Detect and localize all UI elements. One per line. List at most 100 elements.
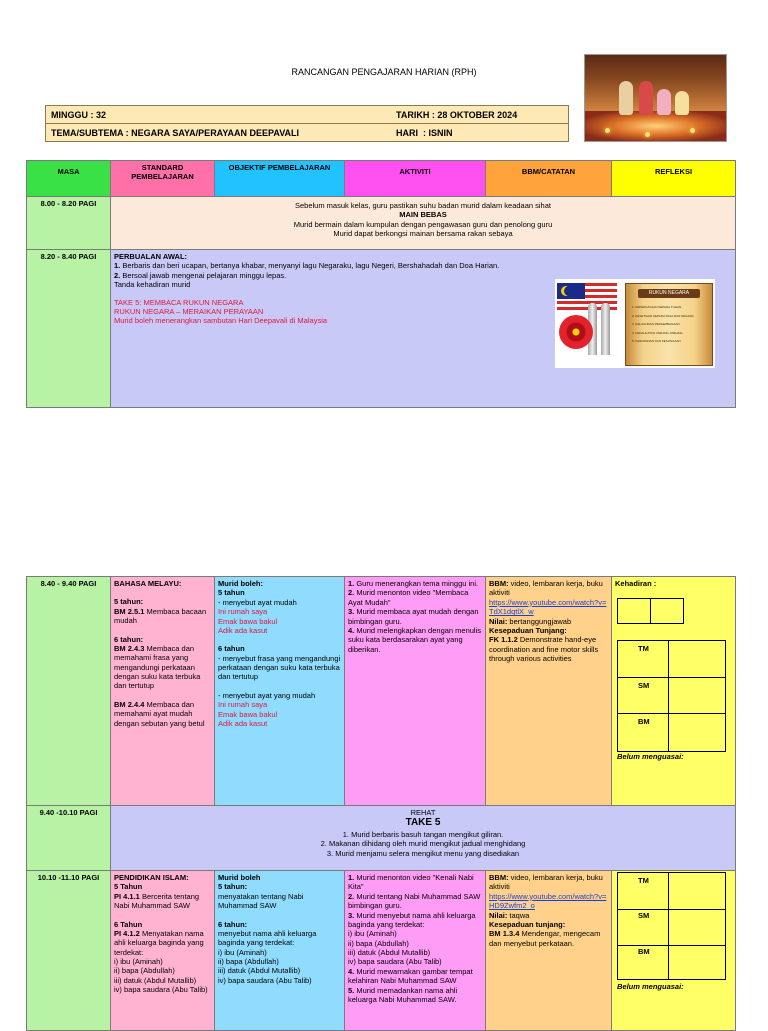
family-item: iii) datuk (Abdul Mutallib) xyxy=(348,948,431,957)
table-row: 9.40 -10.10 PAGI REHAT TAKE 5 1. Murid b… xyxy=(26,805,736,871)
rukun-negara-banner: RUKUN NEGARA 1. KEPERCAYAAN KEPADA TUHAN… xyxy=(555,279,715,368)
kesepaduan-text: Demonstrate hand-eye coordination and fi… xyxy=(489,635,599,663)
table-row: 8.40 - 9.40 PAGI BAHASA MELAYU: 5 tahun:… xyxy=(26,576,736,806)
objektif-text: - menyebut ayat yang mudah xyxy=(218,690,316,700)
banner-item: 2. KESETIAAN KEPADA RAJA DAN NEGARA xyxy=(632,313,694,318)
standard-text: Membaca bacaan mudah xyxy=(114,606,207,626)
kehadiran-label: Kehadiran : xyxy=(615,579,657,588)
kesepaduan-line: FK 1.1.2 Demonstrate hand-eye coordinati… xyxy=(489,635,608,663)
refleksi-cell: Kehadiran : xyxy=(611,576,736,806)
kesepaduan-label: Kesepaduan tunjang: xyxy=(489,919,566,929)
nilai-label: Nilai: xyxy=(489,910,508,920)
masa-cell: 8.40 - 9.40 PAGI xyxy=(26,576,111,806)
rangoli-floor xyxy=(585,111,726,141)
kesepaduan-label: Kesepaduan Tunjang: xyxy=(489,625,567,635)
banner-item: 5. KESOPANAN DAN KESUSILAAN xyxy=(632,339,681,343)
aktiviti-cell: 1. Murid menonton video "Kenali Nabi Kit… xyxy=(344,870,486,1031)
kesepaduan-text: Mendengar, mengecam dan menyebut perkata… xyxy=(489,929,601,948)
bbm-line: BBM: video, lembaran kerja, buku aktivit… xyxy=(489,873,608,892)
age-label: 6 Tahun xyxy=(114,919,143,929)
row-text: Murid dapat berkongsi mainan bersama rak… xyxy=(333,229,513,239)
item-number: 4. xyxy=(348,625,355,635)
example-sentence: Adik ada kasut xyxy=(218,625,268,635)
nilai-text: bertanggungjawab xyxy=(507,616,572,626)
family-item: i) ibu (Aminah) xyxy=(114,957,163,966)
list-item: 4. Murid mewarnakan gambar tempat kelahi… xyxy=(348,967,482,986)
header-standard: STANDARD PEMBELAJARAN xyxy=(110,160,215,197)
kesepaduan-code: FK 1.1.2 xyxy=(489,635,518,645)
standard-text: Membaca dan memahami frasa yang mengandu… xyxy=(114,643,201,691)
person-figure xyxy=(675,91,689,115)
family-item: ii) bapa (Abdullah) xyxy=(114,966,175,976)
bbm-cell: BBM: video, lembaran kerja, buku aktivit… xyxy=(485,870,612,1031)
item-text: Murid melengkapkan dengan menulis suku k… xyxy=(348,625,482,654)
person-figure xyxy=(639,81,653,115)
age-label: 6 tahun: xyxy=(218,919,248,929)
age-label: 5 Tahun xyxy=(114,882,143,892)
scroll-icon: RUKUN NEGARA 1. KEPERCAYAAN KEPADA TUHAN… xyxy=(625,283,713,366)
tema-field: TEMA/SUBTEMA : NEGARA SAYA/PERAYAAN DEEP… xyxy=(51,128,300,138)
list-item: 3. Murid membaca ayat mudah dengan bimbi… xyxy=(348,607,482,626)
kehadiran-box xyxy=(617,598,651,624)
standard-item: BM 2.5.1 Membaca bacaan mudah xyxy=(114,607,211,626)
subject-heading: PENDIDIKAN ISLAM: xyxy=(114,873,189,882)
item-number: 2. xyxy=(348,588,355,598)
objektif-cell: Murid boleh: 5 tahun - menyebut ayat mud… xyxy=(214,576,345,806)
youtube-link[interactable]: https://www.youtube.com/watch?v=TdX1dqtl… xyxy=(489,597,607,617)
family-item: iii) datuk (Abdul Mutallib) xyxy=(218,966,301,976)
masa-cell: 8.20 - 8.40 PAGI xyxy=(26,249,111,408)
standard-item: BM 2.4.3 Membaca dan memahami frasa yang… xyxy=(114,644,211,691)
bm-label: BM xyxy=(638,717,650,726)
list-item: 4. Murid melengkapkan dengan menulis suk… xyxy=(348,626,482,654)
masa-cell: 10.10 -11.10 PAGI xyxy=(26,870,111,1031)
deepavali-text: Murid boleh menerangkan sambutan Hari De… xyxy=(114,316,328,326)
row-heading: MAIN BEBAS xyxy=(399,210,447,220)
list-item: 2. Murid tentang Nabi Muhammad SAW bimbi… xyxy=(348,892,482,911)
info-row-minggu: MINGGU : 32 TARIKH : 28 OKTOBER 2024 xyxy=(45,105,569,124)
header-bbm: BBM/CATATAN xyxy=(485,160,612,197)
family-item: iv) bapa saudara (Abu Talib) xyxy=(218,975,312,985)
item-number: 2. xyxy=(114,270,121,280)
row-text: Murid bermain dalam kumpulan dengan peng… xyxy=(293,219,553,229)
item-text: Guru menerangkan tema minggu ini. xyxy=(354,579,479,588)
rehat-cell: REHAT TAKE 5 1. Murid berbaris basuh tan… xyxy=(110,805,736,871)
minggu-field: MINGGU : 32 xyxy=(51,110,107,120)
take5-heading: TAKE 5 xyxy=(405,817,441,829)
objektif-text: - menyebut frasa yang mengandungi perkat… xyxy=(218,653,341,682)
item-number: 5. xyxy=(348,985,355,995)
objektif-text: - menyebut ayat mudah xyxy=(218,597,297,607)
banner-list: 1. KEPERCAYAAN KEPADA TUHAN 2. KESETIAAN… xyxy=(632,303,708,346)
youtube-link[interactable]: https://www.youtube.com/watch?v=HD9Zwfm2… xyxy=(489,891,607,911)
example-sentence: Adik ada kasut xyxy=(218,718,268,728)
banner-item: 1. KEPERCAYAAN KEPADA TUHAN xyxy=(632,305,682,309)
age-label: 5 tahun: xyxy=(218,882,248,892)
item-number: 4. xyxy=(348,966,355,976)
rph-table-top: MASA STANDARD PEMBELAJARAN OBJEKTIF PEMB… xyxy=(26,160,736,408)
nilai-line: Nilai: taqwa xyxy=(489,911,608,920)
standard-cell: BAHASA MELAYU: 5 tahun: BM 2.5.1 Membaca… xyxy=(110,576,215,806)
nilai-text: taqwa xyxy=(507,910,530,920)
oil-lamp-icon xyxy=(645,132,650,137)
standard-item: BM 2.4.4 Membaca dan memahami ayat mudah… xyxy=(114,700,211,728)
oil-lamp-icon xyxy=(690,128,695,133)
bbm-text: video, lembaran kerja, buku aktiviti xyxy=(489,579,603,598)
list-item: 1. Murid menonton video "Kenali Nabi Kit… xyxy=(348,873,482,892)
standard-text: Bercerita tentang Nabi Muhammad SAW xyxy=(114,891,200,911)
standard-item: PI 4.1.1 Bercerita tentang Nabi Muhammad… xyxy=(114,892,211,911)
rehat-item: 1. Murid berbaris basuh tangan mengikut … xyxy=(342,829,504,839)
masa-cell: 9.40 -10.10 PAGI xyxy=(26,805,111,871)
rehat-item: 3. Murid menjamu selera mengikut menu ya… xyxy=(326,848,520,858)
table-row: 8.00 - 8.20 PAGI Sebelum masuk kelas, gu… xyxy=(26,196,736,250)
belum-menguasai-label: Belum menguasai: xyxy=(617,982,684,991)
page-title: RANCANGAN PENGAJARAN HARIAN (RPH) xyxy=(291,67,477,77)
banner-item: 4. KEDAULATAN UNDANG-UNDANG xyxy=(632,330,683,335)
family-item: i) ibu (Aminah) xyxy=(348,929,397,939)
list-item: 3. Murid menyebut nama ahli keluarga bag… xyxy=(348,911,482,930)
deepavali-photo xyxy=(584,54,727,142)
refleksi-cell xyxy=(611,870,736,1031)
hibiscus-flower-icon xyxy=(559,315,593,349)
header-refleksi: REFLEKSI xyxy=(611,160,736,197)
list-item: 2. Bersoal jawab mengenai pelajaran ming… xyxy=(114,271,732,280)
objektif-cell: Murid boleh 5 tahun: menyatakan tentang … xyxy=(214,870,345,1031)
tm-label: TM xyxy=(638,876,649,885)
